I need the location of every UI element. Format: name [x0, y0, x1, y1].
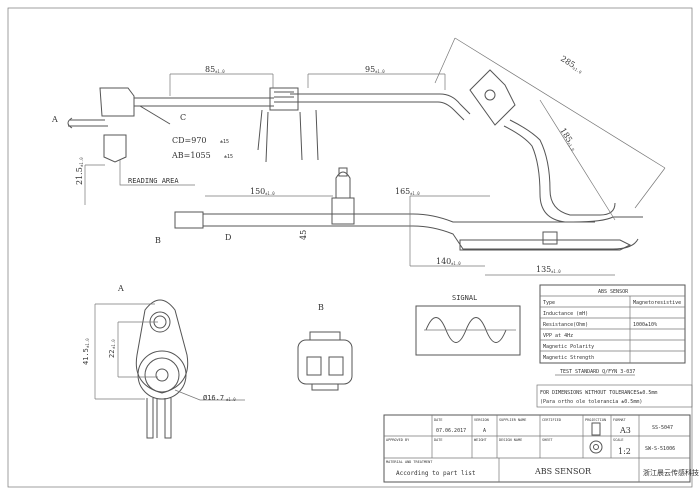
note-ab: AB=1055: [171, 151, 211, 160]
spec-row-label: VPP at 4Hz: [543, 333, 573, 339]
title-block: [383, 414, 691, 483]
dim-16-7: Ø16.7: [203, 394, 224, 402]
dim-165-tolerance: ±1.0: [410, 191, 420, 196]
spec-row-label: Inductance (mH): [543, 311, 588, 317]
tb-format: A3: [619, 426, 631, 435]
spec-table-title: ABS SENSOR: [598, 289, 629, 295]
tolerance-note-2: (Para ortho ole tolerancia ±0.5mm): [540, 399, 642, 405]
label-a: A: [51, 115, 58, 124]
dim-16-7-tolerance: ±1.0: [226, 397, 236, 402]
tb-drawing-number: SW-S-51006: [645, 446, 675, 452]
dim-135: 135: [536, 265, 551, 274]
dim-165: 165: [395, 187, 410, 196]
dim-22-tolerance: ±1.0: [111, 339, 116, 349]
tb-title: ABS SENSOR: [534, 467, 592, 476]
tb-material: According to part list: [396, 470, 476, 477]
dim-95: 95: [365, 65, 375, 74]
tb-material-label: MATERIAL AND TREATMENT: [386, 460, 433, 464]
spec-row-value: Magnetoresistive: [633, 300, 681, 306]
tb-approved-label: APPROVED BY: [386, 438, 410, 442]
bracket-clip: [257, 87, 319, 163]
tb-company: 浙江晨云传感科技: [643, 468, 699, 477]
tb-design-label: DESIGN NAME: [499, 438, 522, 442]
dim-21-5-tolerance: ±1.0: [79, 157, 84, 167]
label-c: C: [180, 113, 186, 122]
dim-41-5-tolerance: ±1.0: [85, 338, 90, 348]
tb-date: 07.06.2017: [436, 428, 466, 434]
dim-135-tolerance: ±1.0: [551, 269, 561, 274]
reading-area-label: READING AREA: [128, 177, 179, 185]
signal-label: SIGNAL: [452, 294, 477, 302]
dim-21-5: 21.5: [75, 167, 84, 185]
projection-symbol-icon: [589, 422, 603, 454]
tb-weight-label: WEIGHT: [474, 438, 488, 442]
tb-projection-label: PROJECTION: [585, 418, 606, 422]
dim-150: 150: [250, 187, 265, 196]
note-cd: CD=970: [172, 136, 207, 145]
tb-scale: 1:2: [618, 447, 631, 456]
sheet-border: [7, 7, 693, 488]
tb-part-code: SS-5047: [652, 425, 673, 431]
dim-140: 140: [436, 257, 451, 266]
dim-45: 45: [299, 230, 308, 240]
signal-box: [415, 305, 521, 356]
cable-upper: [290, 69, 616, 223]
note-cd-tol: ±15: [220, 139, 229, 145]
tolerance-note-box: [536, 384, 693, 408]
label-d: D: [225, 233, 231, 242]
tb-version: A: [483, 428, 486, 434]
tb-scale-label: SCALE: [613, 438, 624, 442]
spec-row-label: Magnetic Polarity: [543, 344, 594, 350]
dim-285-tolerance: ±1.0: [572, 65, 583, 75]
view-b-connector: [297, 331, 353, 391]
note-ab-tol: ±15: [224, 154, 233, 160]
dim-150-tolerance: ±1.0: [265, 191, 275, 196]
view-a-label: A: [117, 284, 124, 293]
spec-row-value: 1000±10%: [633, 322, 657, 328]
cable-lower: [174, 167, 643, 251]
spec-row-label: Resistance(Ohm): [543, 322, 588, 328]
dim-140-tolerance: ±1.0: [451, 261, 461, 266]
tb-sheet-label: SHEET: [542, 438, 553, 442]
sensor-head-top: [67, 87, 274, 163]
dim-85-tolerance: ±1.0: [215, 69, 225, 74]
dimension-lines: [84, 37, 666, 276]
tb-date2-label: DATE: [434, 438, 442, 442]
dim-41-5: 41.5: [82, 348, 90, 365]
spec-row-label: Type: [543, 300, 555, 306]
view-b-label: B: [318, 303, 324, 312]
tolerance-note-1: FOR DIMENSIONS WITHOUT TOLERANCES±0.5mm: [540, 390, 657, 396]
dim-95-tolerance: ±1.0: [375, 69, 385, 74]
view-a-sensor: [94, 299, 245, 439]
label-b: B: [155, 236, 161, 245]
tb-format-label: FORMAT: [613, 418, 627, 422]
spec-row-label: Magnetic Strength: [543, 355, 594, 361]
tb-date-label: DATE: [434, 418, 442, 422]
dim-185-tolerance: ±1.0: [566, 141, 576, 152]
dim-22: 22: [108, 350, 116, 358]
dim-85: 85: [205, 65, 215, 74]
test-standard: TEST STANDARD Q/FYN 3-037: [560, 369, 635, 375]
tb-certified-label: CERTIFIED: [542, 418, 561, 422]
tb-version-label: VERSION: [474, 418, 489, 422]
spec-table: [539, 284, 686, 364]
tb-supplier-label: SUPPLIER NAME: [499, 418, 526, 422]
